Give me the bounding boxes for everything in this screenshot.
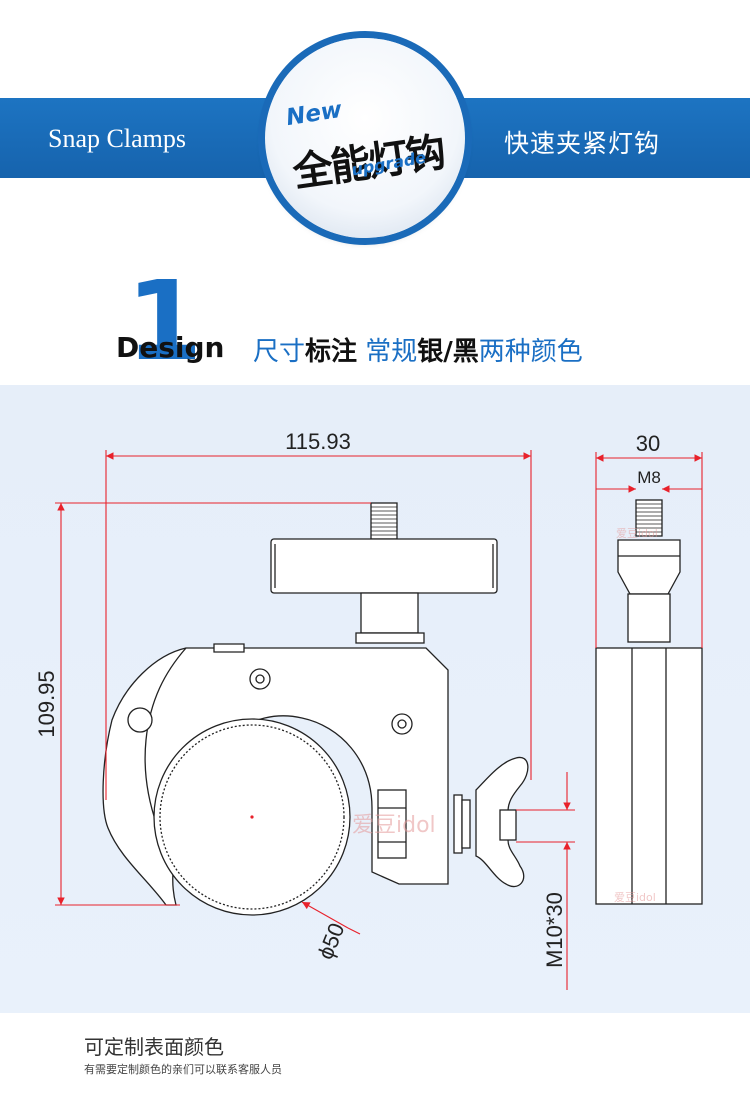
clamp-technical-drawing: 115.93 109.95 ϕ50 M10*30 30 M8 爱豆idol 爱豆… xyxy=(34,429,703,990)
banner-title-en: Snap Clamps xyxy=(48,124,186,153)
dim-side-width-label: 30 xyxy=(636,431,660,456)
dimension-lines xyxy=(55,450,703,990)
footer-title: 可定制表面颜色 xyxy=(84,1035,224,1059)
watermark-top: 爱豆idol xyxy=(616,527,658,540)
knob-neck xyxy=(360,592,419,634)
top-bolt-thread xyxy=(370,502,398,540)
subtitle-part-1: 尺寸 xyxy=(253,337,306,367)
hinge-hole xyxy=(127,707,153,733)
clamp-side-view xyxy=(595,499,703,905)
section-subtitle: 尺寸标注 常规银/黑两种颜色 xyxy=(253,331,583,368)
new-upgrade-badge xyxy=(265,38,465,238)
watermark-main: 爱豆idol xyxy=(352,813,436,838)
subtitle-part-3: 常规 xyxy=(357,337,418,367)
side-thread xyxy=(635,499,663,537)
dim-thread-label: M8 xyxy=(637,468,661,487)
subtitle-part-2: 标注 xyxy=(305,337,358,367)
side-knob xyxy=(617,539,681,595)
dim-width-label: 115.93 xyxy=(285,429,351,454)
subtitle-part-4: 银/黑 xyxy=(417,337,479,367)
hex-nut xyxy=(377,789,407,859)
subtitle-part-5: 两种颜色 xyxy=(478,337,583,367)
section-number: 1 xyxy=(126,257,203,385)
footer-subtitle: 有需要定制颜色的亲们可以联系客服人员 xyxy=(84,1063,282,1076)
dim-height-label: 109.95 xyxy=(34,670,59,737)
section-design-label: Design xyxy=(116,331,225,364)
side-body xyxy=(595,647,703,905)
clamp-front-view xyxy=(102,502,529,916)
watermark-bottom: 爱豆idol xyxy=(614,891,656,904)
dim-bolt-label: M10*30 xyxy=(542,892,567,968)
knob-plate xyxy=(270,538,498,594)
banner-title-cn: 快速夹紧灯钩 xyxy=(504,129,661,158)
